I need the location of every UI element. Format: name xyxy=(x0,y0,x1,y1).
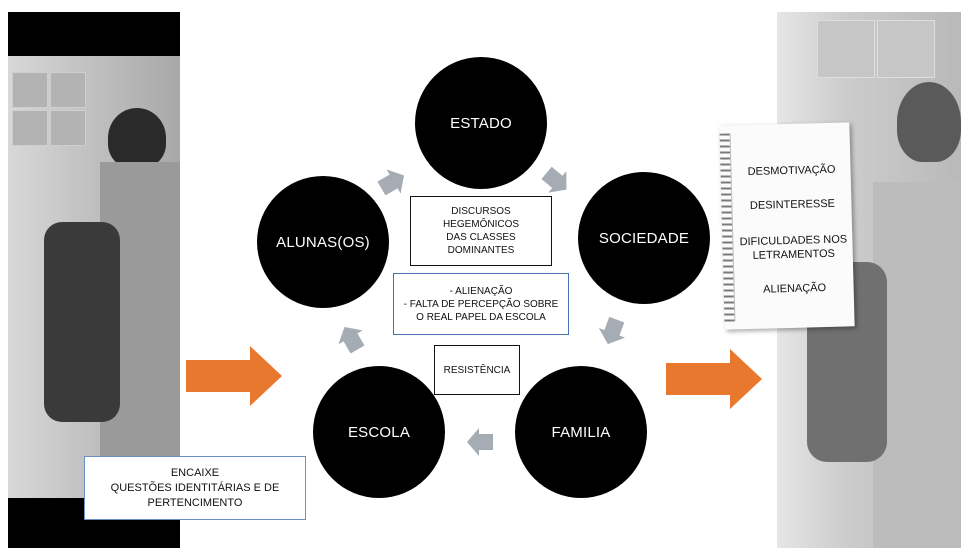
wall-tile xyxy=(50,110,86,146)
wall-tile xyxy=(50,72,86,108)
discursos-line: HEGEMÔNICOS xyxy=(442,219,520,230)
notebook-item: DESINTERESSE xyxy=(749,197,836,212)
wall-tile xyxy=(12,110,48,146)
circle-label: ESTADO xyxy=(450,114,512,132)
notebook-item: DESMOTIVAÇÃO xyxy=(747,163,836,179)
orange-arrow-left xyxy=(186,346,282,406)
encaixe-box: ENCAIXE QUESTÕES IDENTITÁRIAS E DE PERTE… xyxy=(84,456,306,520)
alienacao-line: - FALTA DE PERCEPÇÃO SOBRE xyxy=(403,298,559,310)
wall-tile xyxy=(12,72,48,108)
cycle-arrow xyxy=(541,166,567,193)
circle-escola: ESCOLA xyxy=(313,366,445,498)
person-head xyxy=(108,108,166,168)
person-head xyxy=(897,82,961,162)
backpack xyxy=(44,222,120,422)
notebook-item: LETRAMENTOS xyxy=(752,247,836,262)
person-body xyxy=(873,182,961,548)
top-black-bar xyxy=(8,12,180,56)
resistencia-label: RESISTÊNCIA xyxy=(443,364,511,376)
resistencia-box: RESISTÊNCIA xyxy=(434,345,520,395)
wall-tile xyxy=(877,20,935,78)
encaixe-line: ENCAIXE xyxy=(170,466,220,479)
notebook-item: ALIENAÇÃO xyxy=(763,281,827,296)
circle-label: FAMILIA xyxy=(551,423,611,441)
orange-arrow-right xyxy=(666,349,762,409)
cycle-arrow xyxy=(598,316,626,345)
alienacao-line: - ALIENAÇÃO xyxy=(449,285,513,297)
discursos-line: DOMINANTES xyxy=(447,245,515,256)
circle-label: SOCIEDADE xyxy=(598,229,690,247)
circle-familia: FAMILIA xyxy=(515,366,647,498)
discursos-box: DISCURSOS HEGEMÔNICOS DAS CLASSES DOMINA… xyxy=(410,196,552,266)
alienacao-line: O REAL PAPEL DA ESCOLA xyxy=(416,311,546,323)
discursos-line: DAS CLASSES xyxy=(446,232,516,243)
encaixe-line: QUESTÕES IDENTITÁRIAS E DE xyxy=(110,481,280,494)
cycle-arrow xyxy=(377,169,404,196)
wall-tile xyxy=(817,20,875,78)
circle-estado: ESTADO xyxy=(415,57,547,189)
alienacao-box: - ALIENAÇÃO - FALTA DE PERCEPÇÃO SOBRE O… xyxy=(393,273,569,335)
cycle-arrow xyxy=(467,428,493,456)
circle-alunos: ALUNAS(OS) xyxy=(257,176,389,308)
discursos-line: DISCURSOS xyxy=(451,206,511,217)
notebook: DESMOTIVAÇÃO DESINTERESSE DIFICULDADES N… xyxy=(719,122,855,330)
left-photo xyxy=(8,12,180,548)
cycle-arrow xyxy=(338,327,365,354)
circle-label: ALUNAS(OS) xyxy=(276,233,370,251)
circle-label: ESCOLA xyxy=(347,423,411,441)
encaixe-line: PERTENCIMENTO xyxy=(147,496,243,509)
circle-sociedade: SOCIEDADE xyxy=(578,172,710,304)
